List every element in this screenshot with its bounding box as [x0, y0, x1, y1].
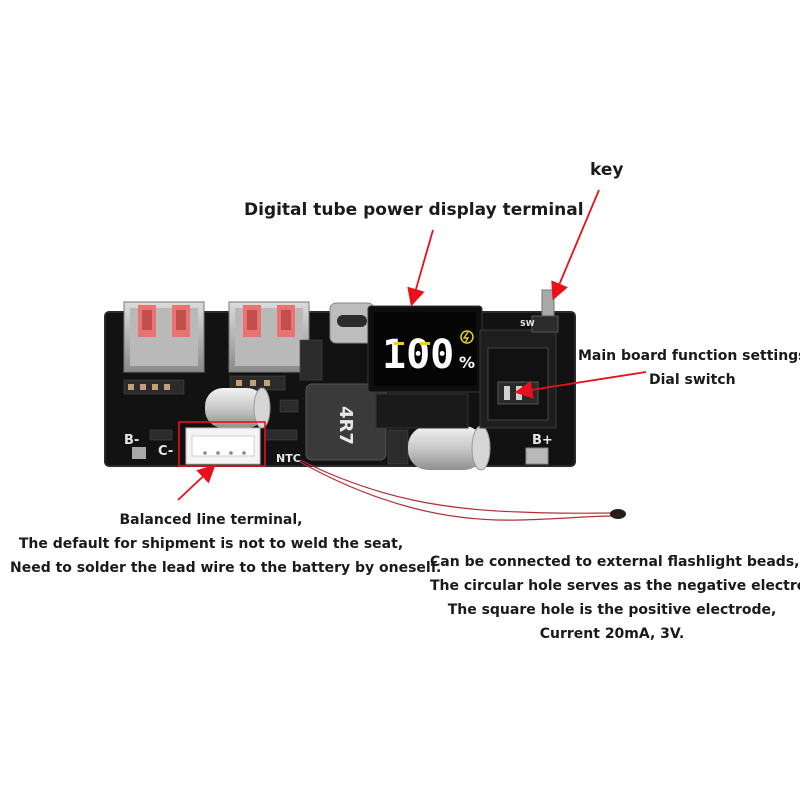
arrow-main-board — [514, 371, 647, 399]
label-flashlight-line-3: The square hole is the positive electrod… — [447, 602, 777, 618]
silk-b-plus: B+ — [532, 433, 553, 448]
label-balanced-terminal: Balanced line terminal, The default for … — [10, 508, 442, 580]
charging-icon — [460, 330, 474, 344]
label-flashlight-line-2: The circular hole serves as the negative… — [430, 578, 800, 594]
dial-switch — [497, 381, 539, 405]
label-balanced-line-1: Balanced line terminal, — [119, 512, 303, 528]
inductor-marking: 4R7 — [335, 406, 356, 445]
capacitor-right — [408, 425, 491, 471]
label-balanced-line-2: The default for shipment is not to weld … — [18, 536, 404, 552]
inductor: 4R7 — [305, 383, 387, 461]
silk-c-minus: C- — [158, 444, 173, 459]
thermistor-wire — [299, 459, 626, 521]
label-main-board: Main board function settings Dial switch — [578, 344, 800, 392]
digital-display: 100 % — [367, 305, 483, 393]
display-digits: 100 — [382, 332, 454, 378]
label-flashlight: Can be connected to external flashlight … — [430, 550, 800, 646]
usb-port-2 — [228, 301, 310, 373]
arrow-balanced — [177, 464, 216, 501]
label-balanced-line-3: Need to solder the lead wire to the batt… — [10, 560, 442, 576]
usb-port-1 — [123, 301, 205, 373]
thermistor-bead — [610, 509, 626, 519]
silk-ntc: NTC — [276, 452, 301, 465]
balance-connector-highlight — [178, 421, 266, 467]
label-display-terminal: Digital tube power display terminal — [244, 200, 584, 220]
arrow-key — [551, 189, 600, 301]
label-key: key — [590, 160, 624, 180]
balance-connector — [185, 427, 261, 465]
silk-b-minus: B- — [124, 433, 139, 448]
label-flashlight-line-1: Can be connected to external flashlight … — [430, 554, 800, 570]
display-percent: % — [459, 353, 475, 372]
key-switch — [531, 289, 559, 333]
usb-c-port — [329, 302, 375, 344]
arrow-display — [407, 229, 434, 307]
label-main-board-line-2: Dial switch — [648, 372, 736, 388]
main-control-chip — [375, 329, 557, 429]
capacitor-left — [205, 387, 271, 429]
label-main-board-line-1: Main board function settings — [578, 348, 800, 364]
silk-sw: SW — [520, 319, 535, 328]
positive-pad — [525, 447, 549, 465]
label-flashlight-line-4: Current 20mA, 3V. — [539, 626, 685, 642]
